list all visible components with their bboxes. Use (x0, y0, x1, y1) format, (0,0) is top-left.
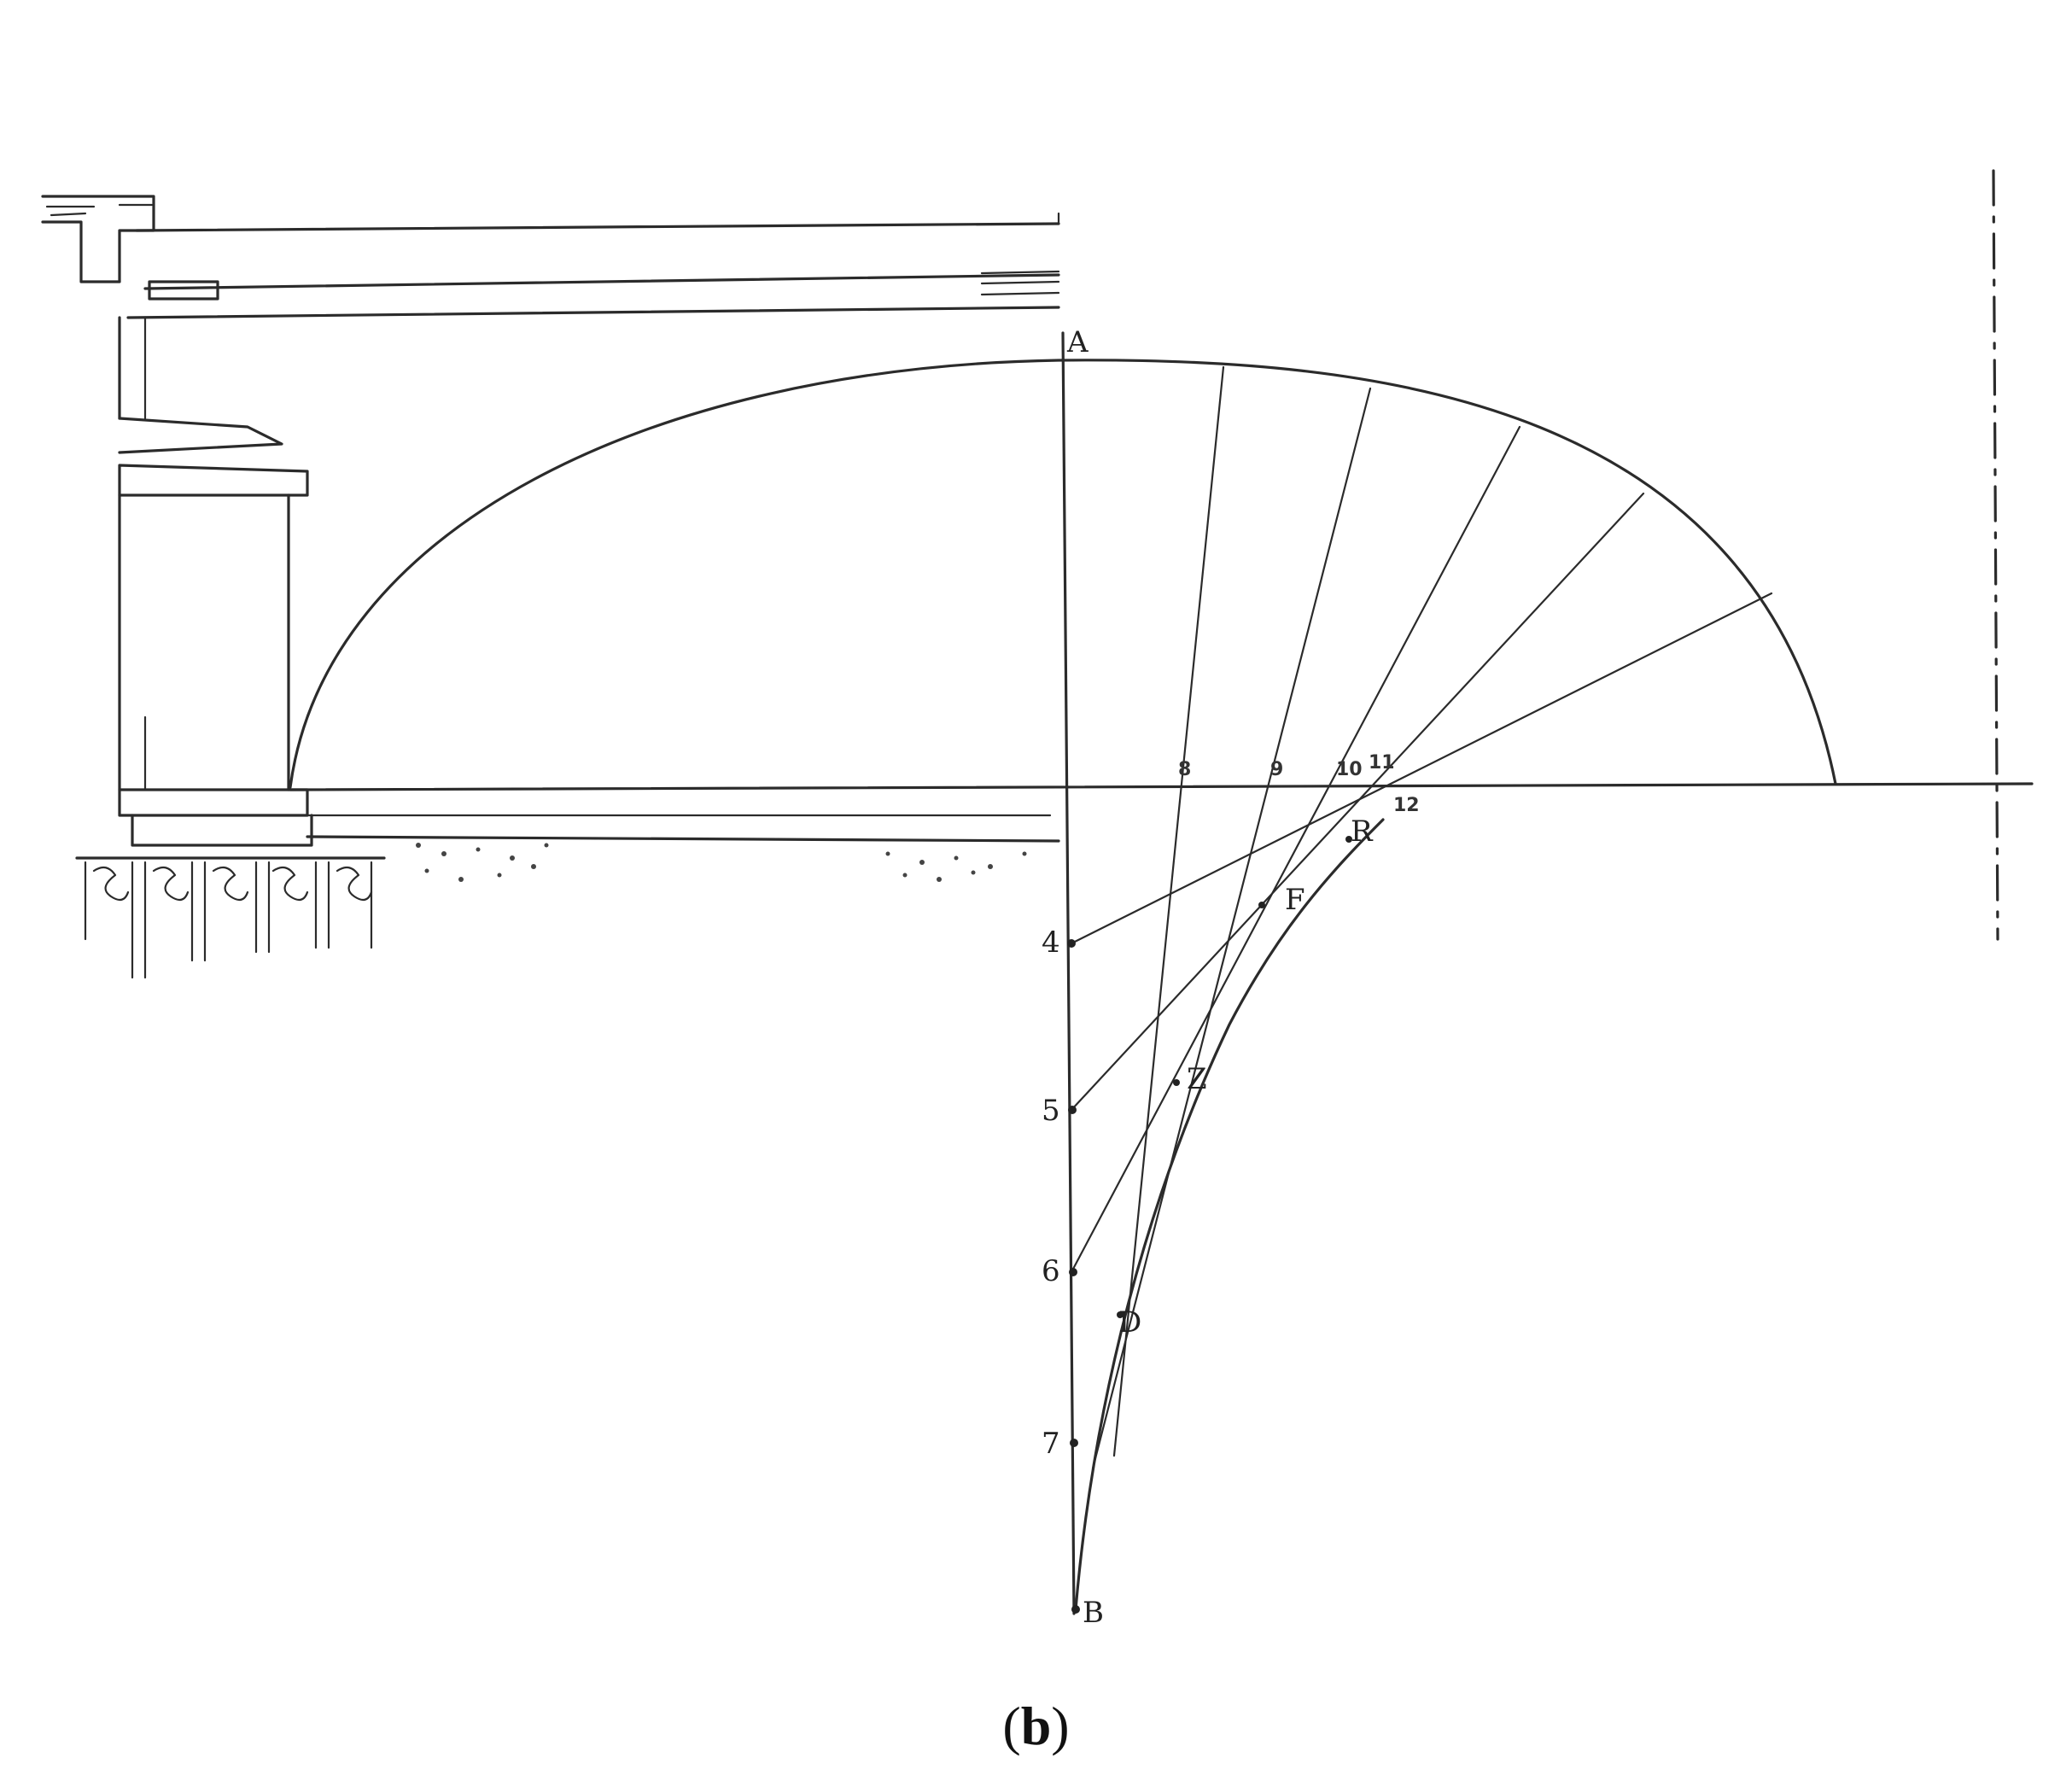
bridge-deck (41, 195, 1060, 319)
label-F: F (1285, 883, 1305, 917)
label-6: 6 (1042, 1254, 1060, 1288)
vertical-axis (1061, 331, 1076, 1615)
figure-caption: (b) (0, 1695, 2072, 1758)
label-Z: Z (1187, 1062, 1207, 1096)
label-11: 11 (1369, 752, 1395, 774)
label-D: D (1118, 1305, 1141, 1340)
axis-points (1067, 836, 1352, 1614)
pile-foundation (75, 856, 386, 979)
caption-letter: b (1020, 1696, 1052, 1756)
label-8: 8 (1178, 759, 1191, 780)
springing-line (289, 782, 2034, 791)
label-7: 7 (1042, 1427, 1060, 1461)
ground-line (306, 814, 1060, 882)
label-12: 12 (1393, 795, 1420, 816)
envelope-curve (1074, 818, 1385, 1611)
caption-open: ( (1002, 1696, 1021, 1756)
radial-lines (1070, 365, 1773, 1470)
label-10: 10 (1336, 759, 1363, 780)
dash-dot-axis (1992, 169, 1999, 941)
label-5: 5 (1042, 1094, 1060, 1128)
caption-close: ) (1051, 1696, 1070, 1756)
label-4: 4 (1042, 925, 1060, 960)
label-B: B (1083, 1596, 1104, 1630)
label-9: 9 (1270, 759, 1283, 780)
arch-curve (289, 359, 1837, 789)
label-R: R (1351, 814, 1374, 849)
pier (118, 316, 313, 847)
label-A: A (1066, 325, 1089, 359)
